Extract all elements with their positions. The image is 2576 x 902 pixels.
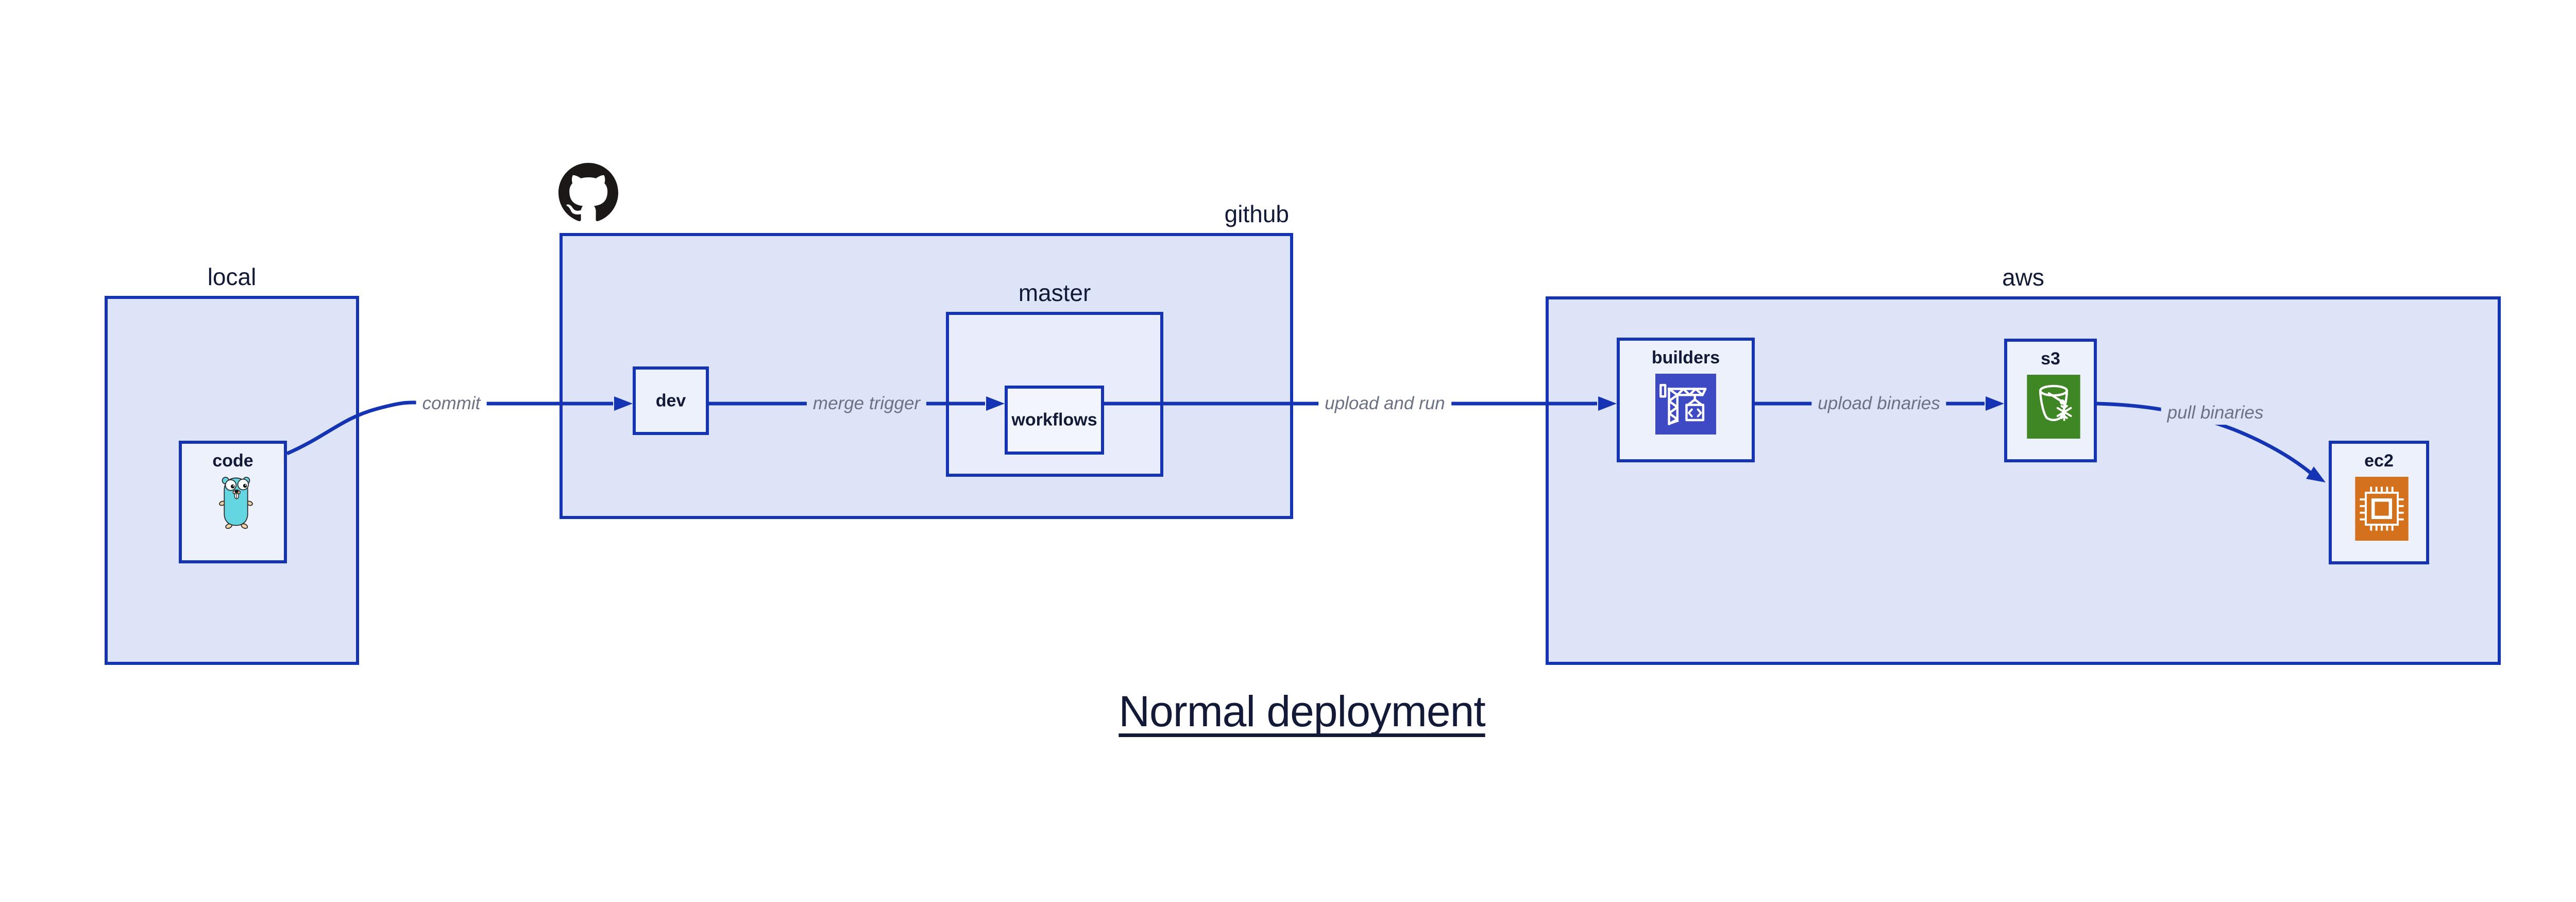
s3-bucket-icon: [2027, 375, 2080, 439]
node-builders-label: builders: [1651, 348, 1720, 368]
edge-label-upload-and-run: upload and run: [1318, 392, 1451, 415]
node-s3: s3: [2004, 339, 2097, 462]
node-code: code: [179, 441, 287, 563]
diagram-title: Normal deployment: [1118, 687, 1485, 736]
node-ec2: ec2: [2329, 441, 2429, 564]
node-workflows: workflows: [1005, 386, 1104, 455]
group-master-label: master: [1018, 279, 1091, 306]
go-gopher-icon: [219, 477, 253, 529]
codebuild-crane-icon: [1655, 374, 1716, 435]
node-s3-label: s3: [2041, 349, 2060, 369]
github-logo-icon: [558, 163, 618, 222]
ec2-chip-icon: [2355, 477, 2409, 541]
node-builders: builders: [1617, 338, 1755, 462]
edge-label-pull-binaries: pull binaries: [2161, 401, 2270, 425]
edge-label-upload-binaries: upload binaries: [1811, 392, 1946, 415]
node-code-label: code: [212, 451, 253, 471]
edge-label-commit: commit: [416, 392, 487, 415]
edge-label-merge-trigger: merge trigger: [806, 392, 927, 415]
node-ec2-label: ec2: [2364, 451, 2394, 471]
group-local-label: local: [207, 263, 257, 290]
node-dev: dev: [633, 366, 709, 435]
node-workflows-label: workflows: [1011, 410, 1097, 430]
group-github-label: github: [1224, 201, 1289, 227]
node-dev-label: dev: [655, 391, 686, 410]
group-aws-label: aws: [2002, 264, 2044, 291]
